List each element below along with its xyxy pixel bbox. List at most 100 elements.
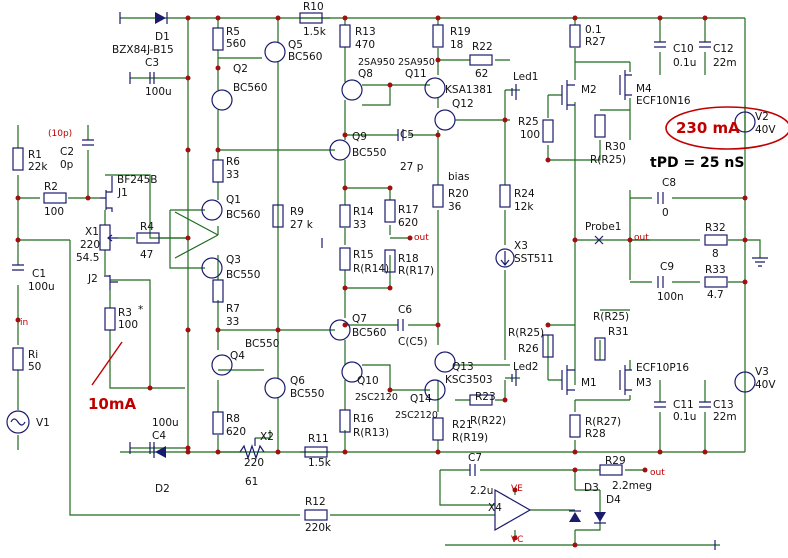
transistor-Q11-symbol: [424, 77, 446, 99]
label-Q9-value: BC550: [352, 147, 386, 159]
resistor-Ri-symbol: [12, 347, 24, 371]
label-R16-value: R(R13): [353, 427, 389, 439]
voltage-source-V2-symbol: [734, 111, 756, 133]
label-R18-ref: R18: [398, 253, 419, 265]
label-C13-ref: C13: [713, 399, 734, 411]
jfet-J1-symbol: [100, 176, 113, 212]
capacitor-C12-symbol: [699, 41, 711, 48]
label-C8-value: 0: [662, 207, 669, 219]
label-Q13-ref: Q13: [452, 361, 474, 373]
label-C12-value: 22m: [713, 57, 737, 69]
label-R19-value: 18: [450, 39, 463, 51]
capacitor-C8-symbol: [657, 192, 664, 204]
voltage-source-V3-symbol: [734, 371, 756, 393]
label-R1-ref: R1: [28, 149, 42, 161]
label-R29-value: 2.2meg: [612, 480, 652, 492]
resistor-R31-symbol: [594, 337, 606, 361]
label-C4-value: 100u: [152, 417, 179, 429]
capacitor-C10-symbol: [654, 41, 666, 48]
capacitor-C3-symbol: [149, 72, 155, 84]
label-M3-value: ECF10P16: [636, 362, 689, 374]
label-R24-value: 12k: [514, 201, 534, 213]
label-bias-net: bias: [448, 171, 470, 183]
labels: D1 BZX84J-B15 C3 100u R5 560 Q5 BC560 Q2…: [20, 1, 776, 545]
resistor-R24-symbol: [499, 184, 511, 208]
label-V2-value: 40V: [755, 124, 776, 136]
label-R31-ref: R31: [608, 326, 629, 338]
label-C10-value: 0.1u: [673, 57, 696, 69]
label-R17-value: 620: [398, 217, 418, 229]
resistor-R3-symbol: [104, 307, 116, 331]
transistor-Q13-symbol: [434, 351, 456, 373]
label-R32-value: 8: [712, 248, 719, 260]
label-R25-ref: R25: [518, 116, 539, 128]
label-Q1-value: BC560: [226, 209, 260, 221]
resistor-R13-symbol: [339, 24, 351, 48]
resistor-R9-symbol: [272, 204, 284, 228]
label-R6-value: 33: [226, 169, 239, 181]
transistor-Q5-symbol: [264, 41, 286, 63]
transistor-Q14-symbol: [424, 379, 446, 401]
label-M1-ref: M1: [581, 377, 597, 389]
capacitor-C6-symbol: [397, 319, 404, 331]
label-R3-mark: *: [138, 304, 143, 316]
label-R22-value: 62: [475, 68, 488, 80]
resistor-R2-symbol: [43, 192, 67, 204]
current-annotation-ellipse: [665, 106, 788, 150]
label-Q8-value: 2SA950: [358, 57, 395, 68]
label-M4-ref: M4: [636, 83, 652, 95]
resistor-R14-symbol: [339, 204, 351, 228]
label-Q11-ref: Q11: [405, 68, 427, 80]
label-Q8-ref: Q8: [358, 68, 373, 80]
label-X3-value: SST511: [514, 253, 554, 265]
resistor-R15-symbol: [339, 247, 351, 271]
resistor-R11-symbol: [304, 446, 328, 458]
label-Q2-ref: Q2: [233, 63, 248, 75]
label-Led2-ref: Led2: [513, 361, 538, 373]
capacitor-C2-symbol: [82, 139, 94, 146]
label-D1-ref: D1: [155, 31, 170, 43]
label-X4-vc: VC: [511, 535, 523, 545]
resistor-R5-symbol: [212, 27, 224, 51]
capacitor-C5-symbol: [397, 129, 404, 141]
label-R14-ref: R14: [353, 206, 374, 218]
mosfet-M1-symbol: [561, 365, 575, 395]
resistor-R25-symbol: [542, 119, 554, 143]
mosfet-M4-symbol: [619, 70, 632, 100]
label-R27-value: 0.1: [585, 24, 602, 36]
resistor-R1-symbol: [12, 147, 24, 171]
label-M4-value: ECF10N16: [636, 95, 691, 107]
label-Led1-ref: Led1: [513, 71, 538, 83]
label-C12-ref: C12: [713, 43, 734, 55]
label-C1-value: 100u: [28, 281, 55, 293]
transistor-Q10-symbol: [341, 361, 363, 383]
led-Led2-symbol: [511, 370, 517, 386]
label-C4-ref: C4: [152, 430, 166, 442]
label-Q5-value: BC560: [288, 51, 322, 63]
label-R20-value: 36: [448, 201, 462, 213]
resistor-R16-symbol: [339, 409, 351, 433]
label-R4-ref: R4: [140, 221, 154, 233]
label-M2-ref: M2: [581, 84, 597, 96]
wires: [17, 17, 761, 546]
transistor-Q12-symbol: [434, 109, 456, 131]
label-R27-ref: R27: [585, 36, 606, 48]
label-V2-ref: V2: [755, 111, 769, 123]
label-out-net-2: out: [634, 233, 649, 243]
label-R17-ref: R17: [398, 204, 419, 216]
label-R15-ref: R15: [353, 249, 374, 261]
label-R33-value: 4.7: [707, 289, 724, 301]
label-R20-ref: R20: [448, 188, 469, 200]
label-C2-ref: C2: [60, 146, 74, 158]
resistor-R27-symbol: [569, 24, 581, 48]
label-C9-value: 100n: [657, 291, 684, 303]
label-R3-value: 100: [118, 319, 138, 331]
label-R2-value: 100: [44, 206, 64, 218]
resistor-R28-symbol: [569, 414, 581, 438]
resistor-R4-symbol: [136, 232, 160, 244]
resistor-R18-symbol: [384, 249, 396, 273]
label-R3-ref: R3: [118, 307, 132, 319]
label-R16-ref: R16: [353, 413, 374, 425]
label-R23-ref: R23: [475, 391, 496, 403]
label-X4-ref: X4: [488, 502, 502, 514]
